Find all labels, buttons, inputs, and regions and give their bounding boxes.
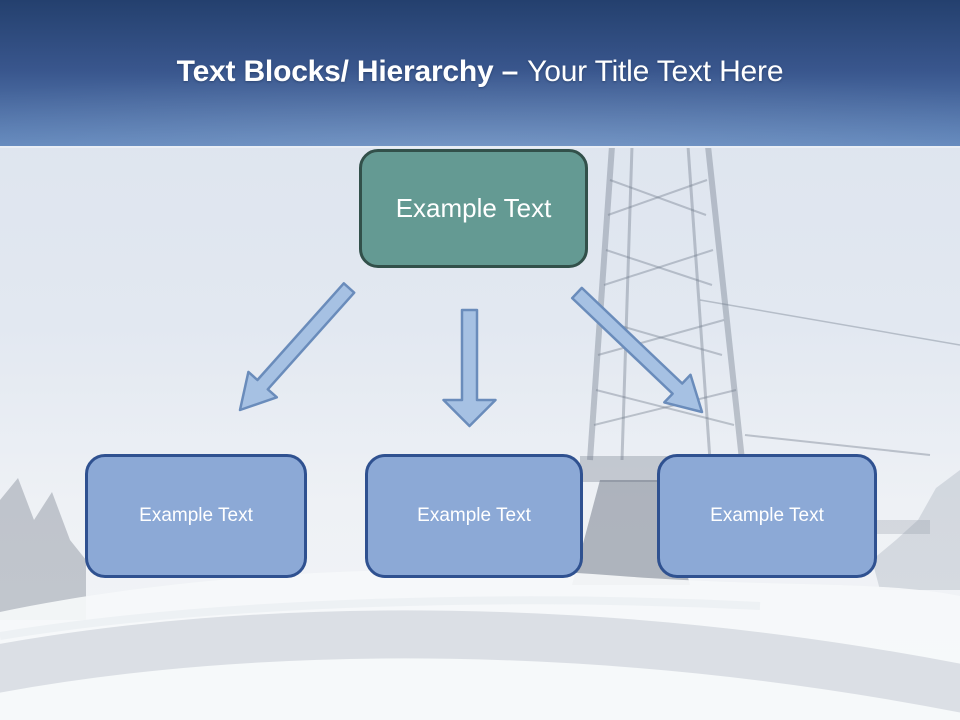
child-node-3: Example Text — [657, 454, 877, 578]
arrow-down-left-icon — [238, 282, 356, 412]
child-node-3-label: Example Text — [710, 505, 824, 526]
arrow-down-right-icon — [570, 286, 704, 414]
root-node-label: Example Text — [395, 193, 552, 223]
root-node: Example Text — [359, 149, 588, 268]
arrow-down-icon — [442, 308, 497, 428]
child-node-2: Example Text — [365, 454, 583, 578]
child-node-1: Example Text — [85, 454, 307, 578]
child-node-2-label: Example Text — [417, 505, 531, 526]
child-node-1-label: Example Text — [139, 505, 253, 526]
slide-title-regular: Your Title Text Here — [527, 55, 784, 88]
slide-header: Text Blocks/ Hierarchy –Your Title Text … — [0, 0, 960, 148]
slide-title: Text Blocks/ Hierarchy –Your Title Text … — [0, 55, 960, 89]
slide-title-bold: Text Blocks/ Hierarchy – — [176, 55, 519, 88]
